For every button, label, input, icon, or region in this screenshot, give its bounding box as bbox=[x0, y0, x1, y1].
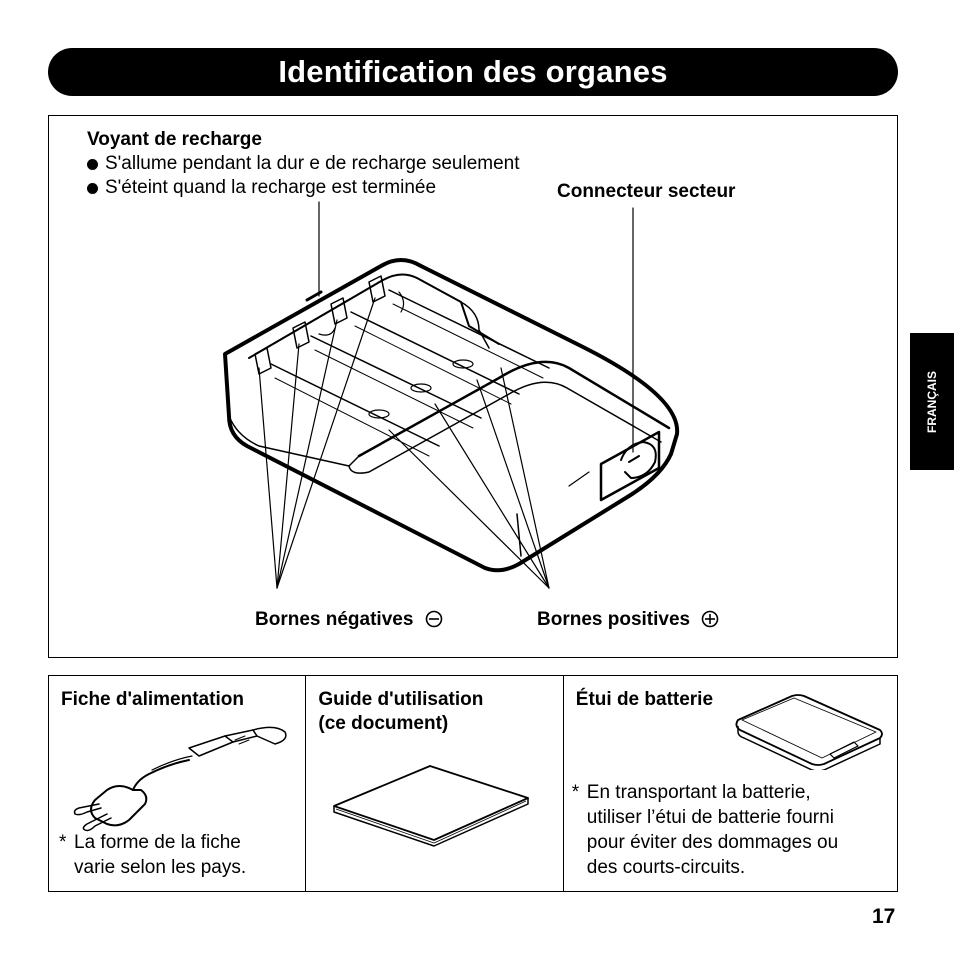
manual-booklet-icon bbox=[333, 765, 530, 847]
charge-lamp-bullet-1: S'allume pendant la dur e de recharge se… bbox=[87, 152, 520, 176]
manual-title-line: (ce document) bbox=[318, 713, 449, 734]
battery-case-icon bbox=[735, 694, 883, 770]
charge-lamp-bullet-2-text: S'éteint quand la recharge est terminée bbox=[105, 177, 437, 198]
power-plug-icon bbox=[73, 726, 287, 832]
ac-connector-label: Connecteur secteur bbox=[557, 181, 736, 202]
plus-circle-icon bbox=[702, 610, 719, 628]
battery-case-note: * En transportant la batterie, utiliser … bbox=[572, 780, 838, 880]
battery-case-note-line: des courts-circuits. bbox=[586, 857, 746, 878]
manual-title-line: Guide d'utilisation bbox=[318, 689, 484, 710]
power-plug-note-line: La forme de la fiche bbox=[74, 832, 241, 853]
positive-terminals-label: Bornes positives bbox=[537, 608, 719, 632]
positive-terminals-text: Bornes positives bbox=[537, 609, 691, 630]
charger-body-illustration bbox=[223, 201, 680, 589]
battery-case-note-line: utiliser l’étui de batterie fourni bbox=[586, 807, 834, 828]
note-marker: * bbox=[59, 832, 67, 853]
negative-terminals-text: Bornes négatives bbox=[255, 609, 414, 630]
manual-title: Guide d'utilisation (ce document) bbox=[318, 688, 483, 736]
battery-case-title: Étui de batterie bbox=[575, 689, 714, 710]
power-plug-note-line: varie selon les pays. bbox=[74, 857, 247, 878]
negative-terminals-label: Bornes négatives bbox=[255, 608, 443, 632]
accessories-table: Fiche d'alimentation * La forme de la fi… bbox=[48, 675, 898, 892]
power-plug-cell: Fiche d'alimentation * La forme de la fi… bbox=[49, 676, 305, 891]
page-number: 17 bbox=[872, 905, 896, 928]
parts-diagram: Voyant de recharge S'allume pendant la d… bbox=[48, 115, 898, 658]
language-tab-label: FRANÇAIS bbox=[925, 370, 939, 433]
charge-lamp-bullet-1-text: S'allume pendant la dur e de recharge se… bbox=[105, 153, 520, 174]
manual-cell: Guide d'utilisation (ce document) bbox=[305, 676, 562, 891]
power-plug-title: Fiche d'alimentation bbox=[61, 689, 244, 710]
battery-case-note-line: En transportant la batterie, bbox=[586, 782, 811, 803]
note-marker: * bbox=[571, 782, 580, 803]
minus-circle-icon bbox=[425, 610, 442, 628]
charge-lamp-bullet-2: S'éteint quand la recharge est terminée bbox=[87, 176, 436, 200]
charge-lamp-label: Voyant de recharge bbox=[87, 129, 262, 150]
section-title-bar: Identification des organes bbox=[48, 48, 898, 96]
battery-case-note-line: pour éviter des dommages ou bbox=[586, 832, 839, 853]
bullet-dot bbox=[87, 182, 98, 194]
bullet-dot bbox=[87, 158, 98, 170]
language-tab: FRANÇAIS bbox=[910, 333, 954, 470]
battery-case-cell: Étui de batterie * En transportant la ba… bbox=[562, 676, 897, 891]
page-title: Identification des organes bbox=[278, 54, 668, 89]
power-plug-note: * La forme de la fiche varie selon les p… bbox=[59, 830, 246, 880]
